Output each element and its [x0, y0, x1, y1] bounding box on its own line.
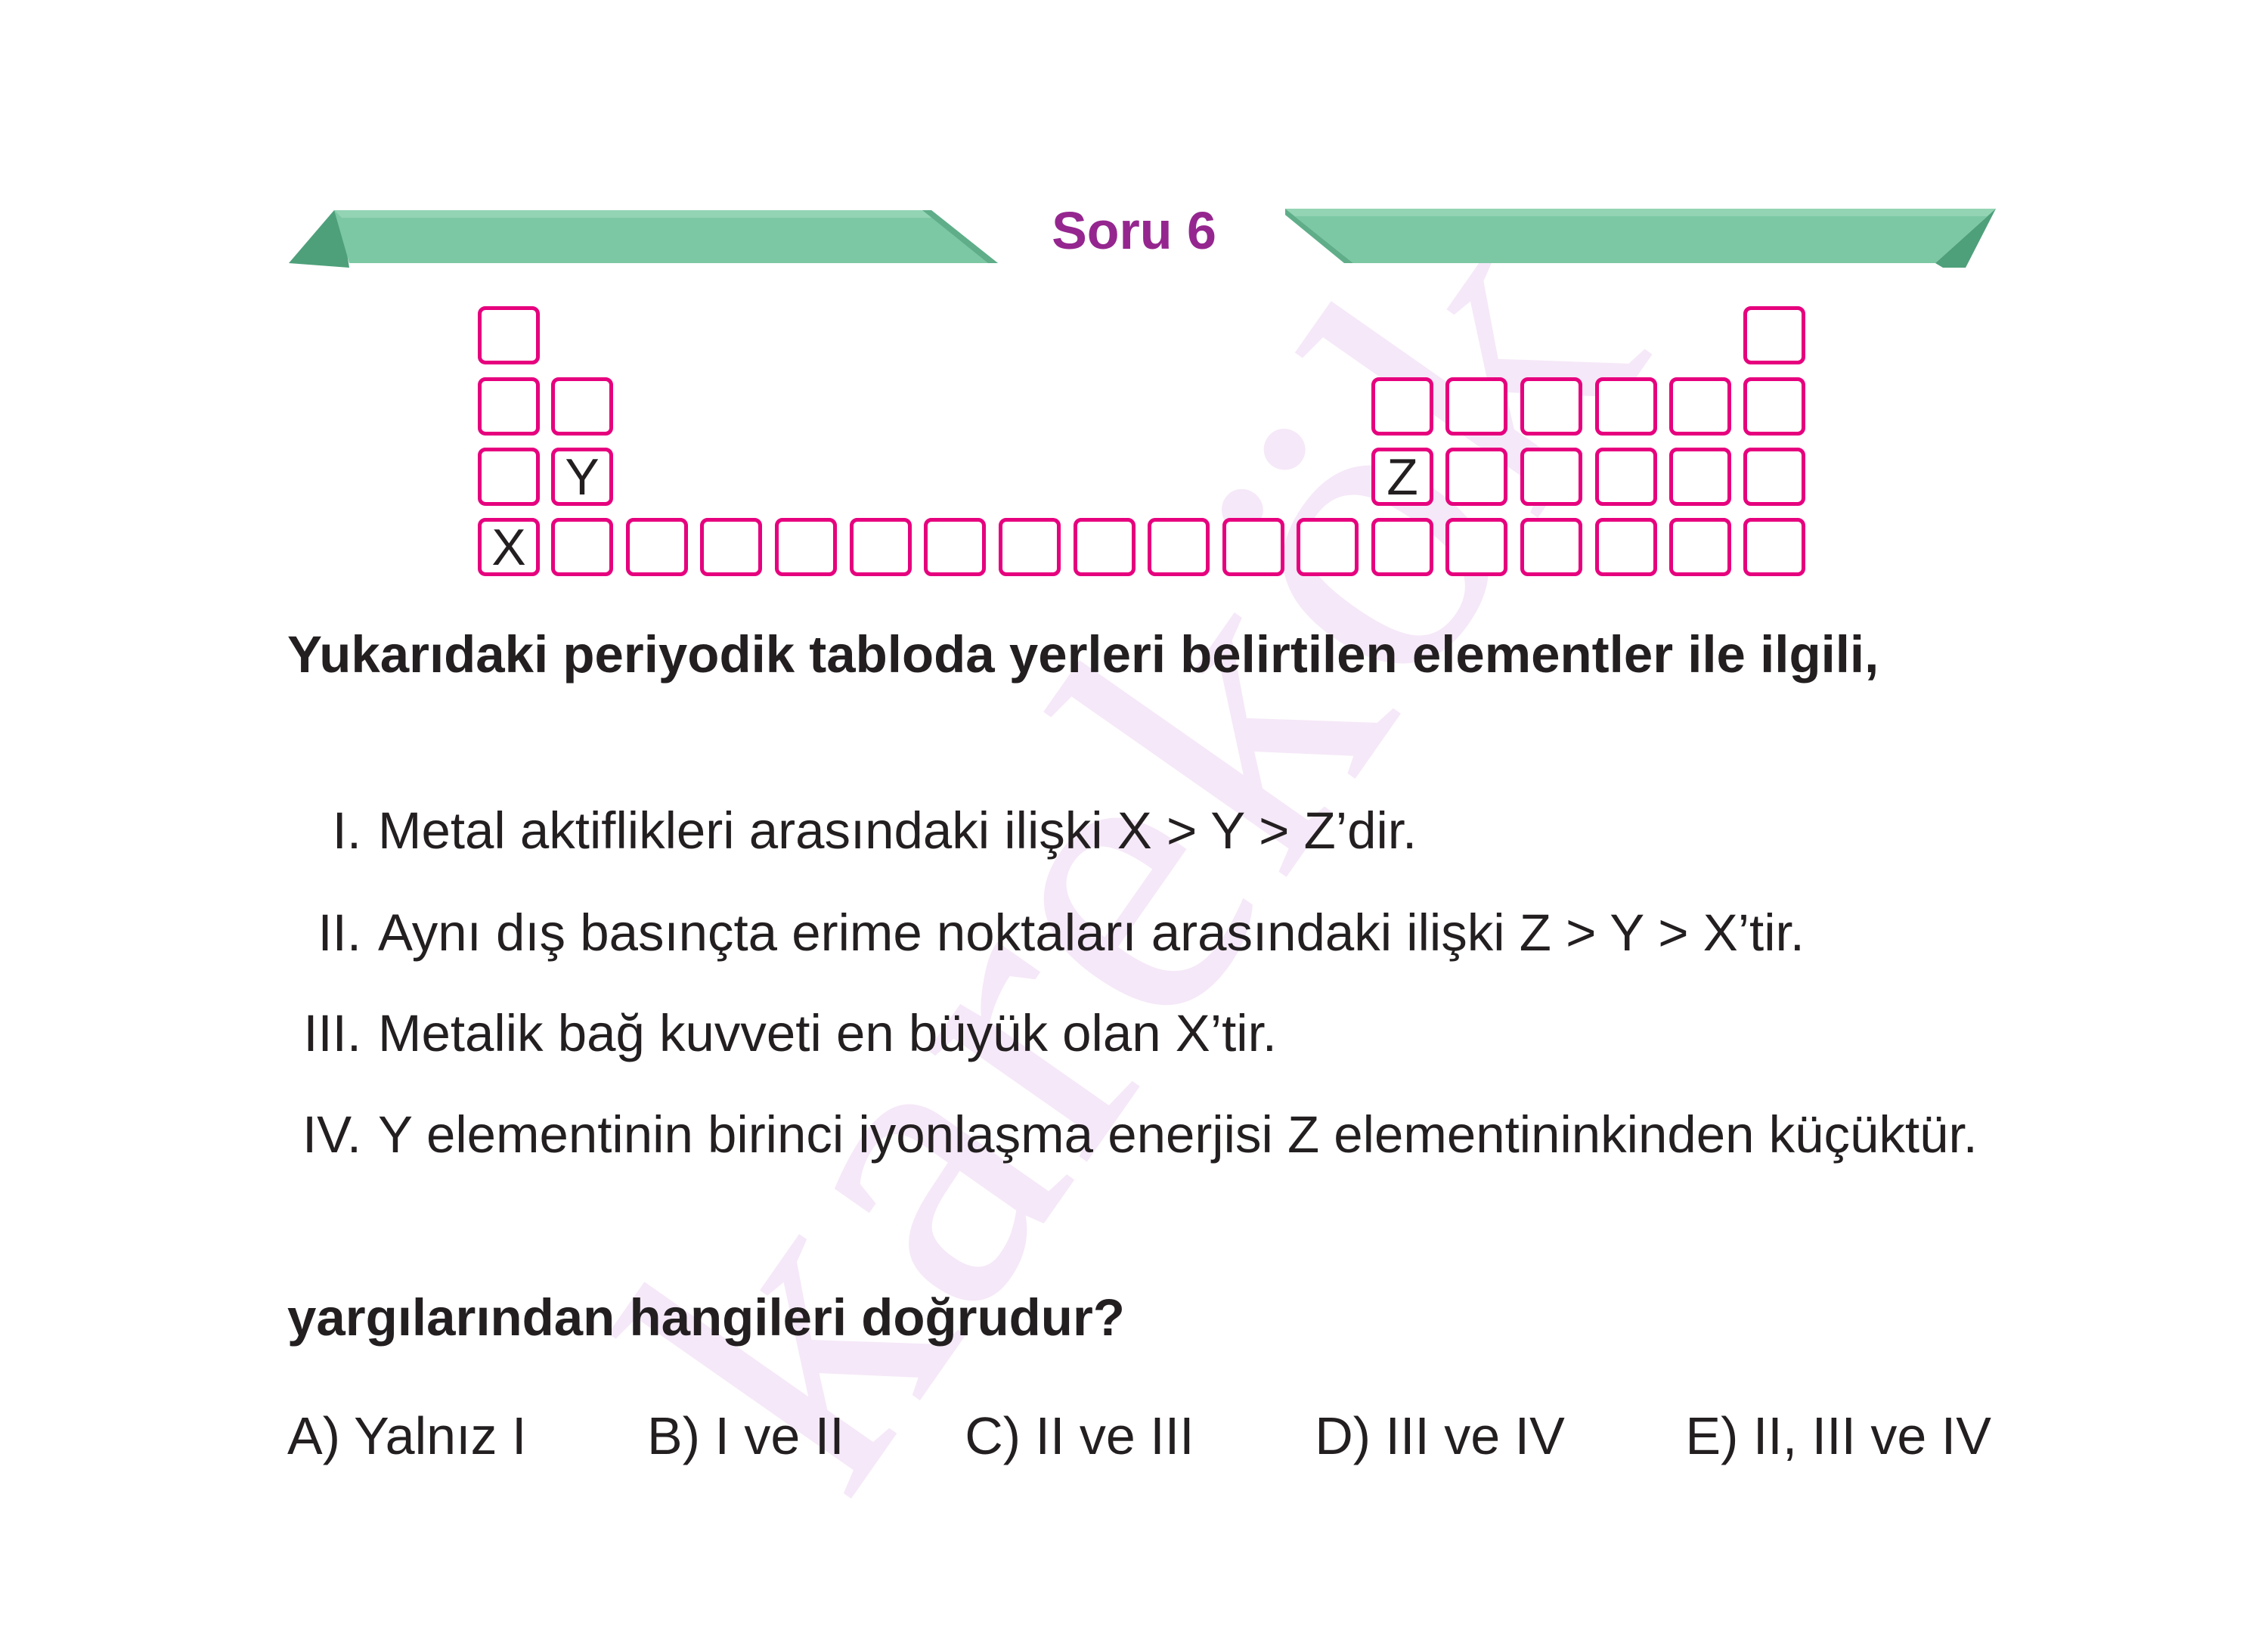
statement-text: Y elementinin birinci iyonlaşma enerjisi… — [378, 1105, 1978, 1164]
element-cell — [478, 306, 540, 364]
question-title: Soru 6 — [1052, 201, 1216, 260]
element-cell-z: Z — [1371, 448, 1433, 506]
element-cell — [626, 518, 688, 576]
element-cell — [1520, 377, 1582, 436]
header-ribbon-left — [281, 204, 999, 268]
element-cell — [850, 518, 912, 576]
element-cell — [1520, 448, 1582, 506]
element-cell — [924, 518, 986, 576]
element-cell — [999, 518, 1061, 576]
answer-option-e[interactable]: E) II, III ve IV — [1685, 1406, 1991, 1465]
question-prompt: yargılarından hangileri doğrudur? — [287, 1288, 1125, 1347]
element-cell — [1743, 306, 1805, 364]
element-cell — [1148, 518, 1210, 576]
element-cell — [1669, 377, 1731, 436]
element-cell — [1595, 377, 1657, 436]
answer-option-d[interactable]: D) III ve IV — [1315, 1406, 1565, 1465]
element-cell — [1520, 518, 1582, 576]
element-cell — [1445, 377, 1507, 436]
question-intro: Yukarıdaki periyodik tabloda yerleri bel… — [287, 625, 1879, 684]
statement-text: Aynı dış basınçta erime noktaları arasın… — [378, 904, 1805, 962]
element-cell-x: X — [478, 518, 540, 576]
statement-number: I. — [332, 801, 361, 860]
element-cell — [1743, 518, 1805, 576]
element-cell — [1743, 448, 1805, 506]
element-cell — [700, 518, 762, 576]
statement-number: II. — [318, 904, 361, 962]
element-cell — [1445, 518, 1507, 576]
statement-text: Metalik bağ kuvveti en büyük olan X’tir. — [378, 1004, 1277, 1062]
element-cell — [1595, 518, 1657, 576]
element-cell — [1371, 377, 1433, 436]
element-cell-y: Y — [551, 448, 613, 506]
element-cell — [1743, 377, 1805, 436]
element-cell — [1669, 518, 1731, 576]
header-ribbon-right — [1285, 204, 2003, 268]
statement-number: III. — [303, 1004, 361, 1062]
element-cell — [1371, 518, 1433, 576]
statement-text: Metal aktiflikleri arasındaki ilişki X >… — [378, 801, 1418, 860]
element-cell — [1074, 518, 1136, 576]
element-cell — [1445, 448, 1507, 506]
element-cell — [1669, 448, 1731, 506]
element-cell — [1297, 518, 1359, 576]
element-cell — [478, 377, 540, 436]
element-cell — [551, 518, 613, 576]
element-cell — [1595, 448, 1657, 506]
answer-option-b[interactable]: B) I ve II — [647, 1406, 844, 1465]
element-cell — [775, 518, 837, 576]
element-cell — [478, 448, 540, 506]
statement-number: IV. — [302, 1105, 361, 1164]
answer-options: A) Yalnız I B) I ve II C) II ve III D) I… — [287, 1395, 1991, 1477]
element-cell — [551, 377, 613, 436]
element-cell — [1222, 518, 1284, 576]
answer-option-a[interactable]: A) Yalnız I — [287, 1406, 527, 1465]
answer-option-c[interactable]: C) II ve III — [965, 1406, 1194, 1465]
